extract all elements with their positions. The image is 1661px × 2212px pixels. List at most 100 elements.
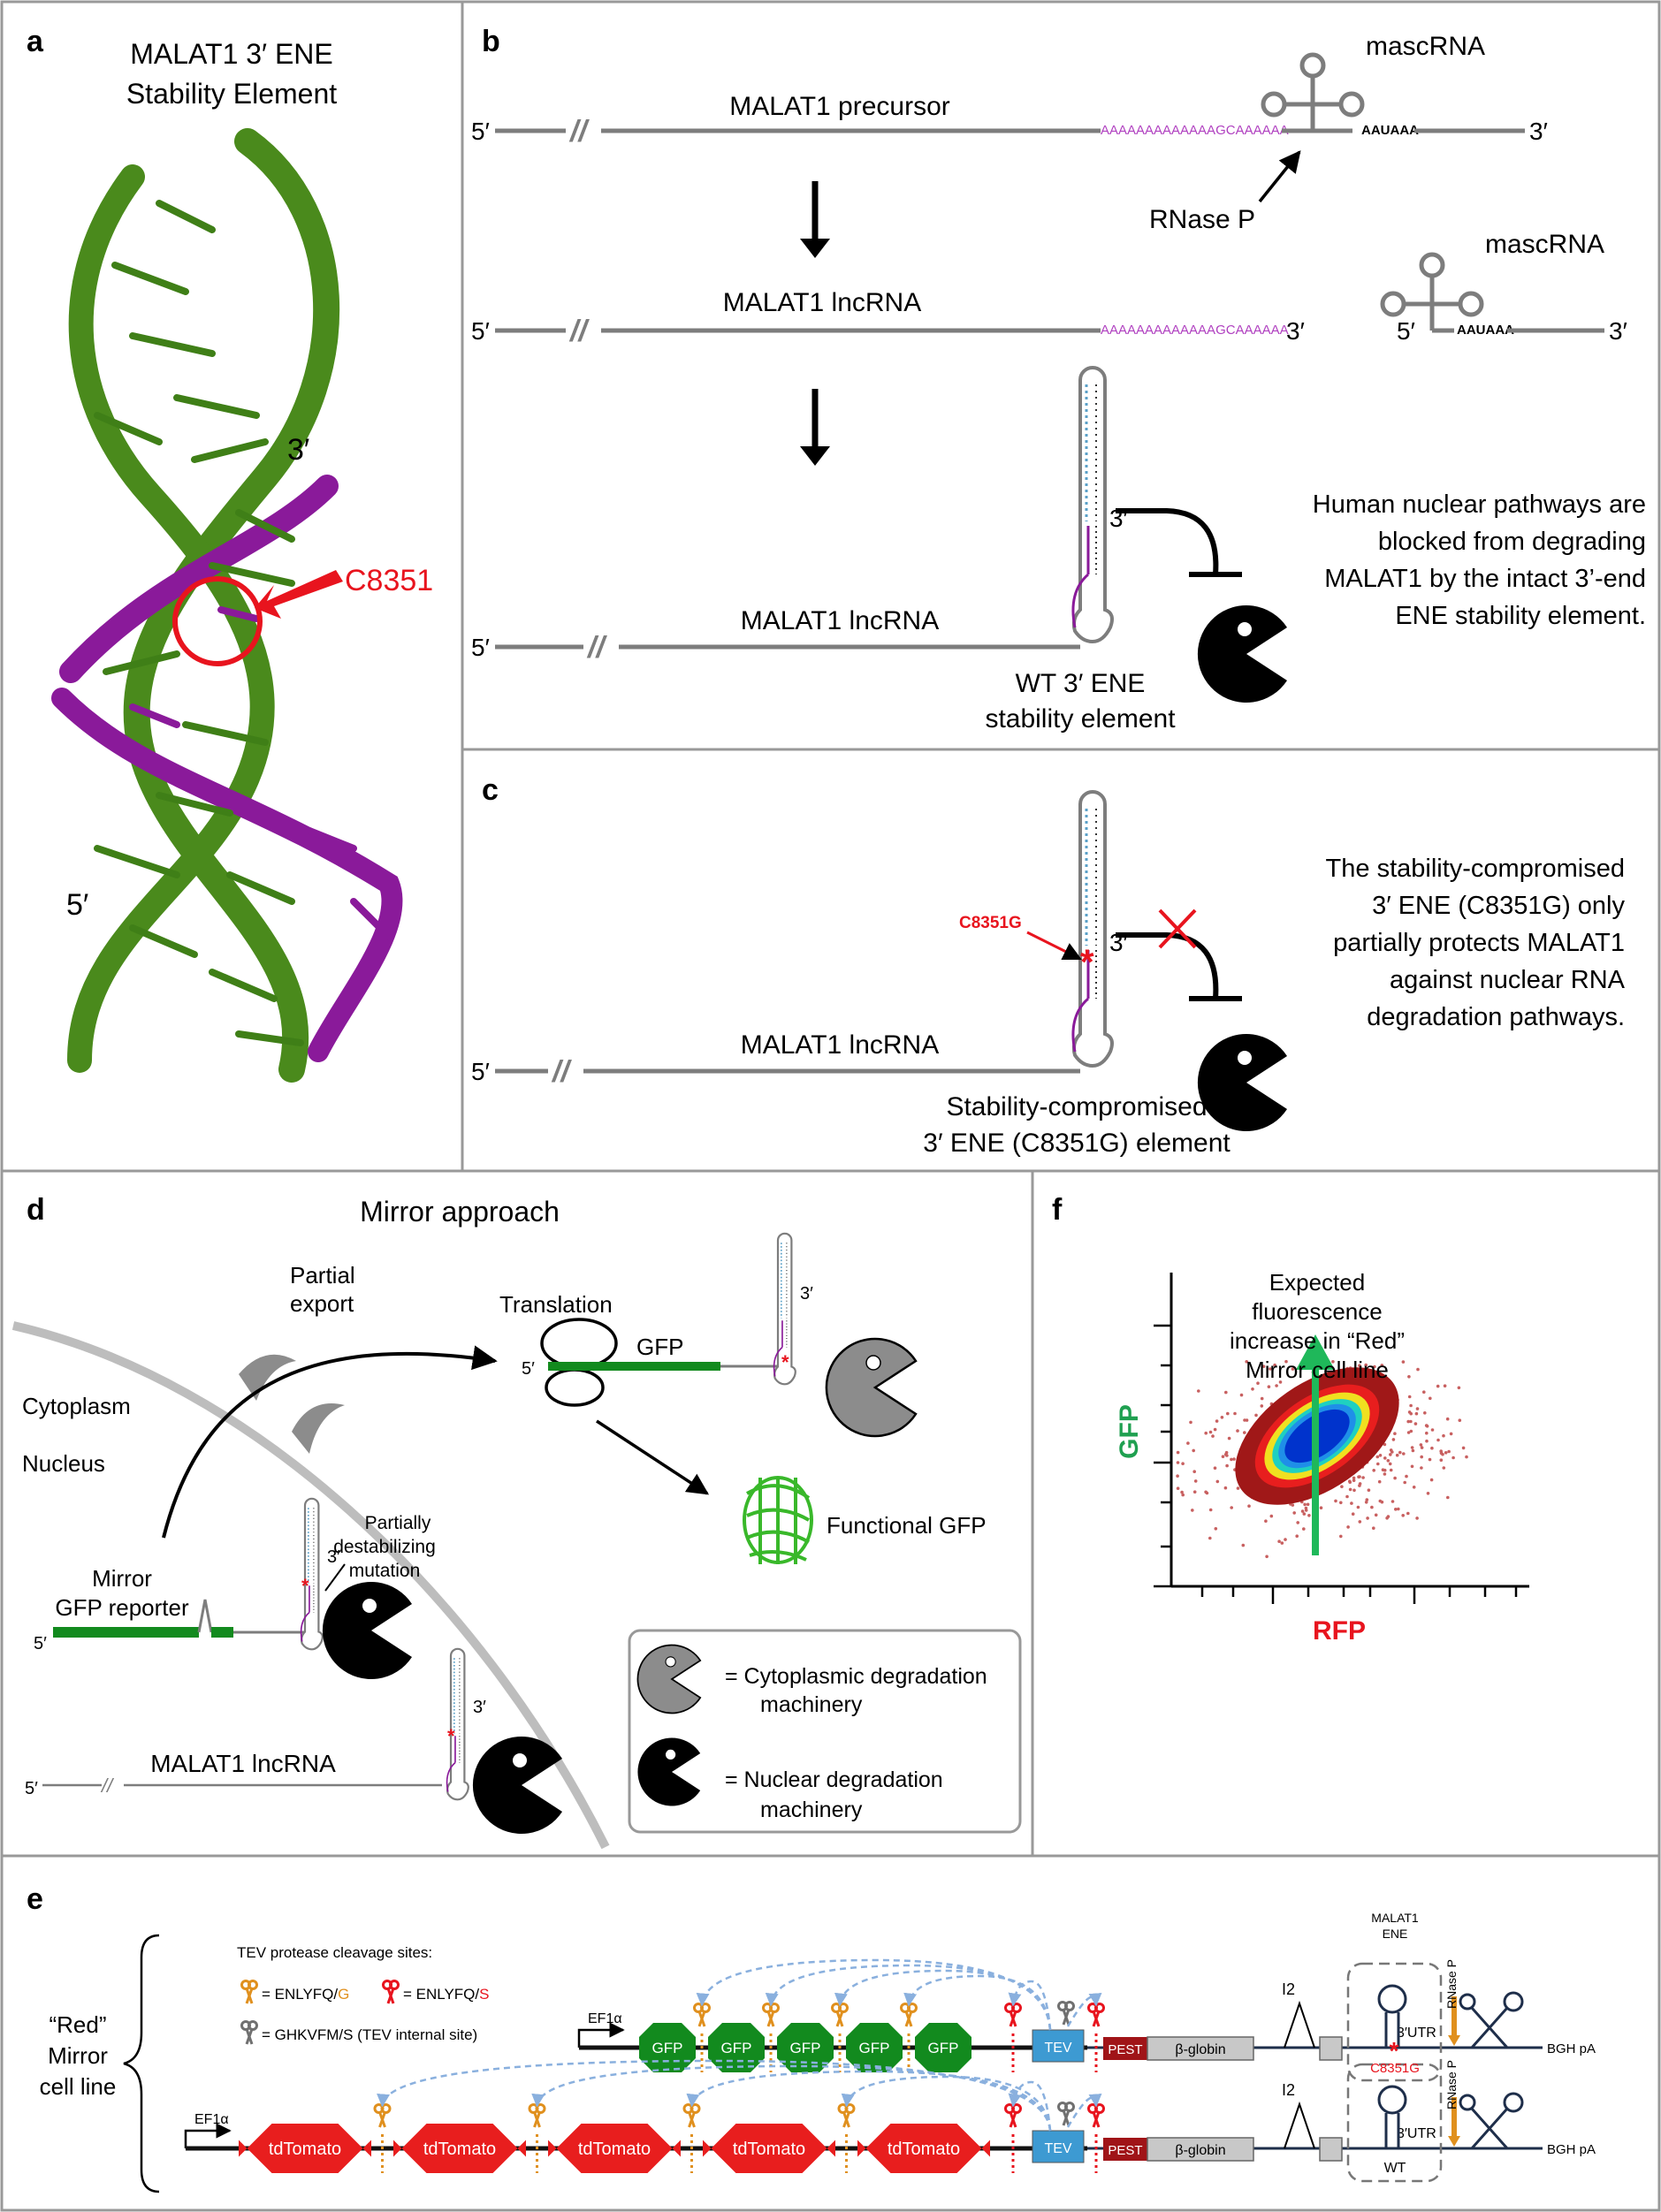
f-label-line4: Mirror cell line xyxy=(1246,1357,1389,1383)
e-wt-label: WT xyxy=(1384,2161,1406,2176)
wt-ene-hairpin xyxy=(1071,366,1114,643)
noise-point xyxy=(1409,1429,1413,1433)
c-mutation-label: C8351G xyxy=(959,914,1022,932)
d-legend-cyto-line1: = Cytoplasmic degradation xyxy=(725,1664,987,1689)
noise-point xyxy=(1375,1455,1380,1459)
tdt-row-block-4-shape xyxy=(703,2124,835,2173)
f-label-line1: Expected xyxy=(1269,1269,1365,1296)
noise-point xyxy=(1260,1404,1264,1408)
noise-point xyxy=(1269,1367,1272,1371)
noise-point xyxy=(1256,1381,1260,1385)
noise-point xyxy=(1425,1431,1429,1435)
b-mascrna-3prime: 3′ xyxy=(1609,317,1627,345)
noise-point xyxy=(1306,1502,1310,1507)
panel-a-title-line2: Stability Element xyxy=(126,78,337,110)
noise-point xyxy=(1208,1430,1213,1434)
noise-point xyxy=(1339,1501,1343,1505)
d-cytoplasm: Cytoplasm xyxy=(22,1393,131,1419)
panel-a-letter: a xyxy=(27,25,44,58)
tdt-row-orange-scissor-1 xyxy=(373,2103,392,2129)
d-title: Mirror approach xyxy=(360,1196,560,1228)
e-tev-title: TEV protease cleavage sites: xyxy=(237,1944,432,1961)
nuclear-degradation-pacman-c xyxy=(1197,1034,1287,1131)
noise-point xyxy=(1339,1534,1343,1539)
e-cell-line3: cell line xyxy=(40,2073,117,2100)
noise-point xyxy=(1391,1438,1396,1441)
e-site1-aa: G xyxy=(338,1986,349,2003)
noise-point xyxy=(1410,1446,1414,1449)
c-description: The stability-compromised 3′ ENE (C8351G… xyxy=(1326,855,1626,1031)
b-precursor-aauaaa: AAUAAA xyxy=(1361,123,1419,138)
noise-point xyxy=(1436,1384,1440,1388)
noise-point xyxy=(1292,1511,1296,1515)
cytoplasmic-pacman xyxy=(825,1337,918,1438)
noise-point xyxy=(1192,1448,1195,1453)
noise-point xyxy=(1232,1457,1236,1461)
svg-text://: // xyxy=(568,315,590,348)
panel-d-letter: d xyxy=(27,1193,45,1227)
e-malat-line1: MALAT1 xyxy=(1371,1911,1419,1925)
noise-point xyxy=(1419,1443,1423,1447)
noise-point xyxy=(1426,1492,1430,1495)
d-mut-line1: Partially xyxy=(365,1513,431,1533)
noise-point xyxy=(1395,1453,1399,1457)
noise-point xyxy=(1429,1478,1434,1482)
noise-point xyxy=(1430,1428,1435,1432)
noise-point xyxy=(1451,1456,1455,1460)
b-mascrna-label-1: mascRNA xyxy=(1366,32,1485,61)
noise-point xyxy=(1402,1452,1406,1456)
c-desc-line3: partially protects MALAT1 xyxy=(1333,929,1625,957)
tdt-row-orange-scissor-4 xyxy=(837,2103,856,2129)
noise-point xyxy=(1245,1360,1248,1364)
nuclear-pacman-lnc xyxy=(472,1737,562,1834)
svg-text:= ENLYFQ/S: = ENLYFQ/S xyxy=(403,1986,489,2003)
noise-point xyxy=(1428,1457,1432,1462)
noise-point xyxy=(1192,1490,1197,1494)
noise-point xyxy=(1303,1502,1307,1507)
d-legend-box xyxy=(628,1629,1022,1834)
noise-point xyxy=(1386,1459,1391,1463)
noise-point xyxy=(1204,1490,1208,1494)
noise-point xyxy=(1370,1505,1374,1509)
noise-point xyxy=(1214,1527,1218,1531)
gfp-row-utr-label: 3′UTR xyxy=(1397,2026,1436,2041)
panel-a: a MALAT1 3′ ENE Stability Element xyxy=(27,25,433,1083)
e-cell-line1: “Red” xyxy=(49,2011,106,2038)
e-cell-line2: Mirror xyxy=(48,2042,108,2069)
gfp-row-block-2-label: GFP xyxy=(721,2040,752,2056)
noise-point xyxy=(1401,1514,1405,1517)
noise-point xyxy=(1457,1386,1461,1390)
gfp-row-ene-hairpin-loop xyxy=(1377,1984,1407,2014)
noise-point xyxy=(1197,1389,1200,1393)
noise-point xyxy=(1251,1387,1254,1391)
noise-point xyxy=(1284,1538,1287,1541)
gfp-row-promoter-label: EF1α xyxy=(588,2011,622,2026)
noise-point xyxy=(1358,1520,1362,1524)
tdt-row-rnasep-label: RNase P xyxy=(1444,2060,1459,2109)
noise-point xyxy=(1223,1486,1228,1490)
noise-point xyxy=(1391,1450,1394,1454)
gfp-row-i2-label: I2 xyxy=(1282,1980,1295,1998)
noise-point xyxy=(1383,1456,1387,1460)
export-arrow xyxy=(162,1345,498,1539)
noise-point xyxy=(1410,1464,1414,1469)
svg-text://: // xyxy=(100,1775,114,1797)
noise-point xyxy=(1296,1521,1299,1524)
noise-point xyxy=(1443,1384,1447,1387)
noise-point xyxy=(1461,1446,1466,1450)
b-precursor-3prime: 3′ xyxy=(1529,118,1548,145)
mutant-ene-hairpin xyxy=(1071,790,1114,1068)
panel-c-letter: c xyxy=(482,773,499,807)
noise-point xyxy=(1406,1511,1410,1516)
noise-point xyxy=(1346,1525,1350,1529)
e-malat-line2: ENE xyxy=(1383,1927,1408,1941)
noise-point xyxy=(1278,1380,1283,1384)
noise-point xyxy=(1193,1479,1198,1483)
svg-text://: // xyxy=(551,1055,572,1089)
c-desc-line5: degradation pathways. xyxy=(1367,1003,1625,1031)
noise-point xyxy=(1275,1384,1278,1387)
gfp-row-block-1-shape xyxy=(639,2023,696,2072)
d-legend-nuc-line1: = Nuclear degradation xyxy=(725,1767,943,1792)
tdt-row-red-scissor-1 xyxy=(1004,2103,1022,2129)
tdt-row-block-2-label: tdTomato xyxy=(423,2140,496,2159)
